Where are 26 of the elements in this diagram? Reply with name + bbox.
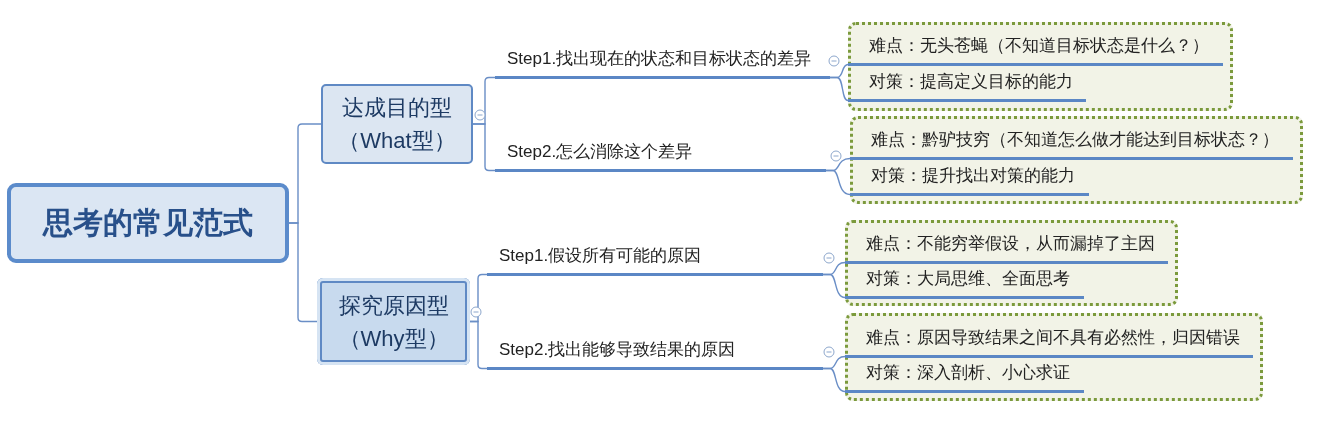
underlined-note: 对策：提高定义目标的能力 [848,68,1086,102]
underlined-note: 对策：大局思维、全面思考 [845,265,1084,299]
connector-line [822,367,846,393]
topic-box: 达成目的型（What型） [321,84,473,164]
connector-line [288,222,318,323]
topic-box: 探究原因型（Why型） [317,278,470,365]
dotted-boundary-box [845,313,1263,401]
connector-line [822,273,846,299]
underlined-note: 难点：原因导致结果之间不具有必然性，归因错误 [845,324,1253,358]
underlined-note: 难点：不能穷举假设，从而漏掉了主因 [845,230,1168,264]
dotted-boundary-box [848,22,1233,111]
connector-line [829,76,849,102]
underlined-topic: Step1.找出现在的状态和目标状态的差异 [495,45,830,79]
underlined-note: 对策：深入剖析、小心求证 [845,359,1084,393]
underlined-topic: Step2.怎么消除这个差异 [495,138,826,172]
connector-line [469,320,488,370]
underlined-note: 难点：黔驴技穷（不知道怎么做才能达到目标状态？） [850,126,1293,160]
underlined-topic: Step1.假设所有可能的原因 [487,242,823,276]
central-topic-box: 思考的常见范式 [7,183,289,263]
underlined-note: 对策：提升找出对策的能力 [850,162,1089,196]
connector-line [472,123,496,172]
underlined-note: 难点：无头苍蝇（不知道目标状态是什么？） [848,32,1223,66]
dotted-boundary-box [845,220,1178,306]
underlined-topic: Step2.找出能够导致结果的原因 [487,336,823,370]
connector-line [825,169,851,196]
dotted-boundary-box [850,116,1303,204]
